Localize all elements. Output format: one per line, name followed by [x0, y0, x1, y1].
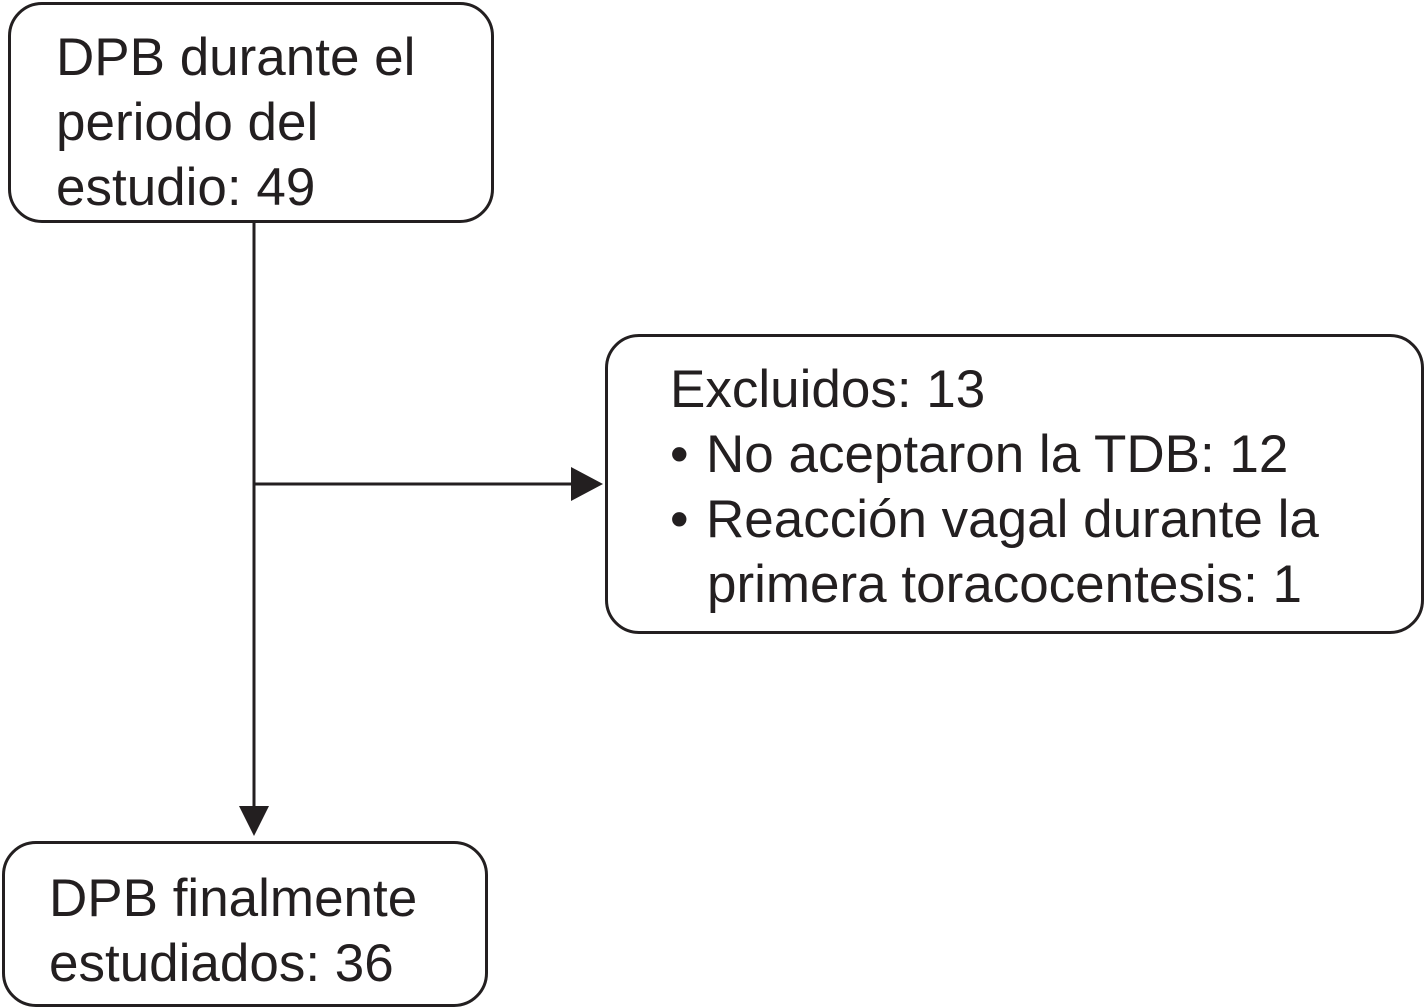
excluded-text: Excluidos: 13 • No aceptaron la TDB: 12 •… [670, 357, 1319, 617]
arrow-down-head [239, 806, 269, 836]
excluded-item: • No aceptaron la TDB: 12 [670, 422, 1319, 487]
final-cohort-line: DPB finalmente [49, 869, 418, 928]
final-cohort-line: estudiados: 36 [49, 934, 394, 993]
initial-cohort-line: DPB durante el [56, 28, 416, 87]
final-cohort-text: DPB finalmente estudiados: 36 [49, 866, 417, 996]
initial-cohort-text: DPB durante el periodo del estudio: 49 [56, 25, 415, 220]
excluded-item: • Reacción vagal durante la [670, 487, 1319, 552]
final-cohort-box: DPB finalmente estudiados: 36 [2, 841, 488, 1007]
bullet-icon: • [670, 425, 689, 484]
initial-cohort-line: estudio: 49 [56, 158, 316, 217]
excluded-item-line: Reacción vagal durante la [706, 490, 1319, 549]
initial-cohort-box: DPB durante el periodo del estudio: 49 [8, 2, 494, 223]
excluded-item-line: No aceptaron la TDB: 12 [706, 425, 1289, 484]
excluded-box: Excluidos: 13 • No aceptaron la TDB: 12 •… [605, 334, 1424, 634]
bullet-icon: • [670, 490, 689, 549]
arrow-right-head [571, 467, 603, 501]
excluded-item-line: primera toracocentesis: 1 [707, 555, 1303, 614]
excluded-title: Excluidos: 13 [670, 360, 986, 419]
initial-cohort-line: periodo del [56, 93, 319, 152]
